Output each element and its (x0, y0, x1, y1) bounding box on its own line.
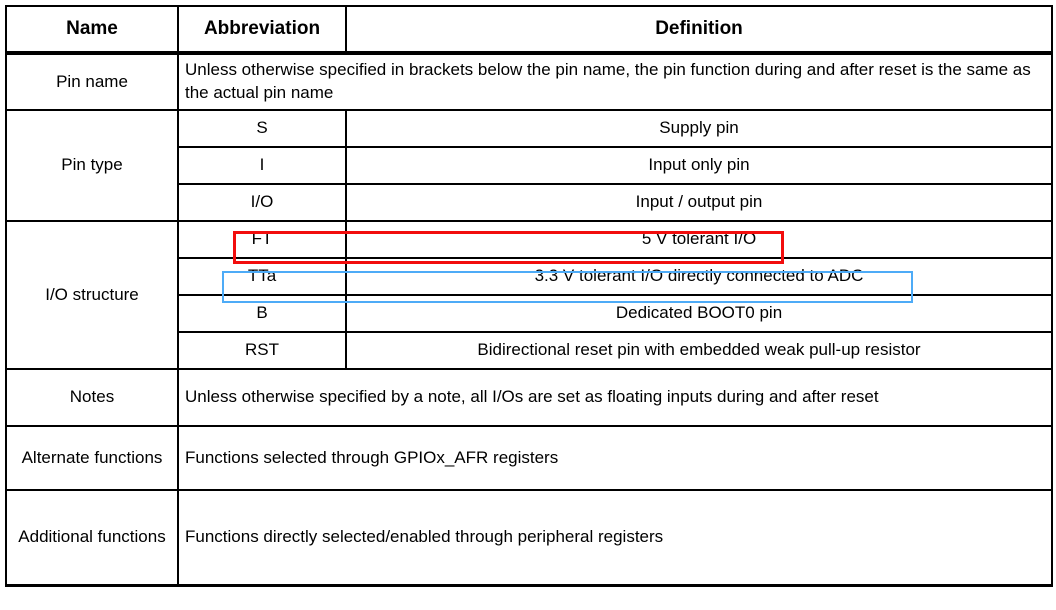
def-cell-input-only-pin: Input only pin (345, 146, 1053, 185)
def-cell-pin-name: Unless otherwise specified in brackets b… (177, 52, 1053, 111)
table-row: RST Bidirectional reset pin with embedde… (6, 331, 1053, 370)
def-cell-ft: 5 V tolerant I/O (345, 220, 1053, 259)
abbr-cell-tta: TTa (177, 257, 347, 296)
abbr-cell-rst: RST (177, 331, 347, 370)
def-cell-additional-functions: Functions directly selected/enabled thro… (177, 489, 1053, 587)
table-row: TTa 3.3 V tolerant I/O directly connecte… (6, 257, 1053, 296)
table-row: I/O Input / output pin (6, 183, 1053, 222)
column-header-definition: Definition (345, 5, 1053, 55)
row-label-pin-type: Pin type (5, 109, 179, 222)
abbr-cell-ft: FT (177, 220, 347, 259)
pinout-legend-table: Name Abbreviation Definition Pin name Un… (5, 5, 1053, 587)
def-cell-input-output-pin: Input / output pin (345, 183, 1053, 222)
table-row: Alternate functions Functions selected t… (5, 425, 1053, 491)
def-cell-rst: Bidirectional reset pin with embedded we… (345, 331, 1053, 370)
abbr-cell-b: B (177, 294, 347, 333)
column-header-name: Name (5, 5, 179, 55)
def-cell-notes: Unless otherwise specified by a note, al… (177, 368, 1053, 427)
abbr-cell-io: I/O (177, 183, 347, 222)
table-header-row: Name Abbreviation Definition (5, 5, 1053, 55)
table-row: Notes Unless otherwise specified by a no… (5, 368, 1053, 427)
row-label-alternate-functions: Alternate functions (5, 425, 179, 491)
column-header-abbreviation: Abbreviation (177, 5, 347, 55)
table-row: I/O structure FT 5 V tolerant I/O (5, 220, 1053, 370)
def-cell-alternate-functions: Functions selected through GPIOx_AFR reg… (177, 425, 1053, 491)
def-cell-supply-pin: Supply pin (345, 109, 1053, 148)
abbr-cell-s: S (177, 109, 347, 148)
def-cell-boot0: Dedicated BOOT0 pin (345, 294, 1053, 333)
row-label-notes: Notes (5, 368, 179, 427)
def-cell-tta: 3.3 V tolerant I/O directly connected to… (345, 257, 1053, 296)
table-row: Pin type S Supply pin (5, 109, 1053, 222)
abbr-cell-i: I (177, 146, 347, 185)
table-row: I Input only pin (6, 146, 1053, 185)
table-row: Additional functions Functions directly … (5, 489, 1053, 587)
table-row: Pin name Unless otherwise specified in b… (5, 52, 1053, 111)
row-label-io-structure: I/O structure (5, 220, 179, 370)
row-label-additional-functions: Additional functions (5, 489, 179, 587)
row-label-pin-name: Pin name (5, 52, 179, 111)
